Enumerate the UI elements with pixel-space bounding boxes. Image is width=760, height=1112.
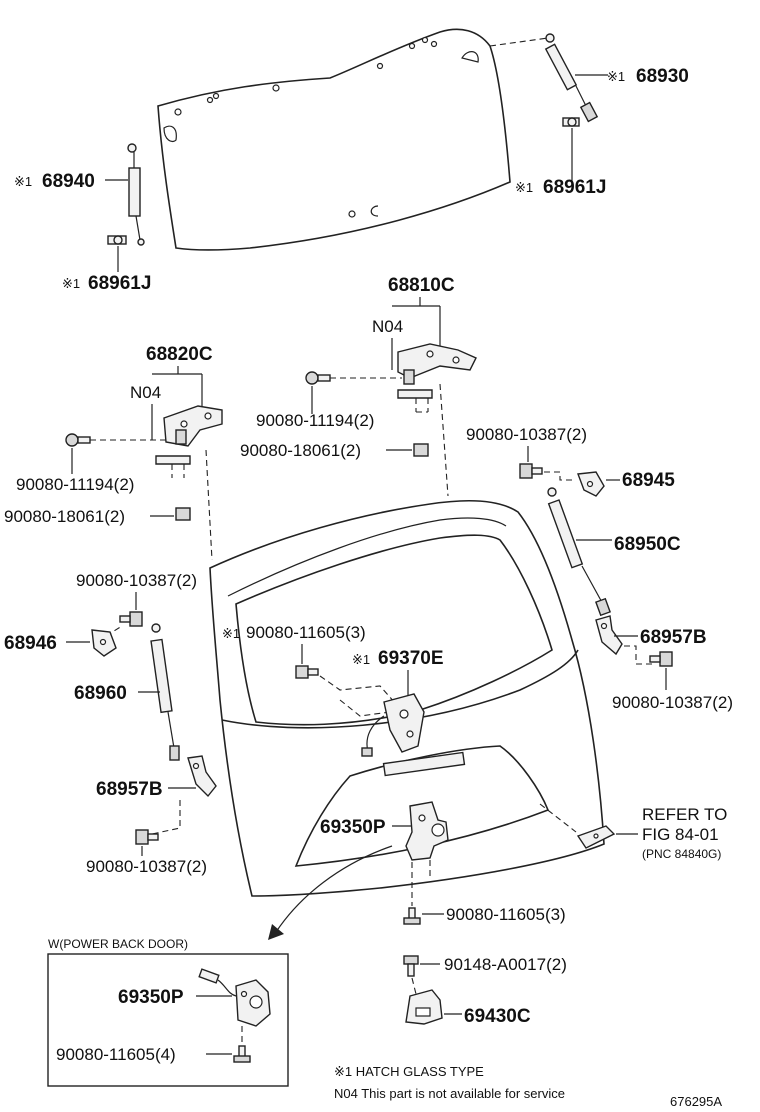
- hinge-shim-left: [155, 455, 191, 465]
- part-number-68945: 68945: [622, 470, 675, 491]
- part-number-68960: 68960: [74, 683, 127, 704]
- bolt-upper-right: [519, 463, 543, 479]
- part-number-68940: 68940: [42, 171, 95, 192]
- hinge-bolt-left: [65, 433, 91, 447]
- bolt-lower-left: [135, 829, 159, 845]
- label-n04-left: N04: [130, 383, 161, 402]
- switch-line: [539, 803, 577, 833]
- hatch-glass-marker: ※1: [607, 69, 625, 84]
- part-number-68810c: 68810C: [388, 275, 455, 296]
- bracket-68946: [91, 629, 117, 657]
- part-number-68930: 68930: [636, 66, 689, 87]
- gas-strut-68930: [489, 33, 599, 123]
- power-lock-69350p: [198, 968, 271, 1027]
- part-number-90148-a0017: 90148-A0017(2): [444, 955, 567, 974]
- striker-69430c: [405, 989, 443, 1025]
- back-door-lock-69350p: [405, 801, 449, 861]
- hinge-68810c: [397, 343, 477, 385]
- bracket-68945: [577, 471, 605, 497]
- arrow-head: [268, 924, 284, 940]
- hatch-glass-marker: ※1: [222, 626, 240, 641]
- hinge-nut-left: [175, 507, 191, 521]
- part-number-90080-10387-lower-left: 90080-10387(2): [86, 857, 207, 876]
- part-number-68946: 68946: [4, 633, 57, 654]
- bolt-line: [319, 675, 397, 705]
- part-number-68950c: 68950C: [614, 534, 681, 555]
- hinge-drop-line: [205, 449, 213, 561]
- opener-switch: [576, 825, 616, 849]
- part-number-69350p-power: 69350P: [118, 987, 184, 1008]
- bolt-back-door-lock: [403, 907, 421, 925]
- refer-to-label: REFER TO: [642, 805, 727, 824]
- pnc-reference: (PNC 84840G): [642, 847, 721, 861]
- bolt-upper-left: [119, 611, 143, 627]
- note-n04: N04 This part is not available for servi…: [334, 1086, 565, 1101]
- hatch-glass-marker: ※1: [352, 652, 370, 667]
- bracket-68957b-left: [187, 755, 217, 798]
- glass-lock-69370e: [361, 693, 425, 757]
- ball-stud-68961j-right: [562, 117, 580, 127]
- gas-strut-68940: [127, 143, 145, 246]
- part-number-90080-11605-power: 90080-11605(4): [56, 1045, 176, 1064]
- hatch-glass-marker: ※1: [14, 174, 32, 189]
- part-number-90080-11605-glass: 90080-11605(3): [246, 623, 366, 642]
- gas-strut-68960: [150, 623, 180, 761]
- bolt-line: [151, 800, 181, 835]
- bolt-power-lock: [233, 1045, 251, 1063]
- power-back-door-title: W(POWER BACK DOOR): [48, 937, 188, 951]
- hatch-glass-marker: ※1: [62, 276, 80, 291]
- part-number-90080-11194-left: 90080-11194(2): [16, 475, 134, 494]
- part-number-68957b-left: 68957B: [96, 779, 163, 800]
- bolt-line: [339, 699, 391, 717]
- part-number-69430c: 69430C: [464, 1006, 531, 1027]
- part-number-90080-11605-door: 90080-11605(3): [446, 905, 566, 924]
- bracket-68957b-right: [595, 615, 623, 656]
- part-number-68961j-right: 68961J: [543, 177, 606, 198]
- power-door-arrow: [275, 845, 393, 933]
- power-back-door-box: [47, 953, 289, 1087]
- bolt-line: [624, 645, 652, 665]
- bolt-glass-lock: [295, 665, 319, 679]
- part-number-90080-10387-lower-right: 90080-10387(2): [612, 693, 733, 712]
- hinge-drop-line: [439, 383, 449, 497]
- bolt-line: [544, 471, 574, 481]
- figure-id: 676295A: [670, 1094, 722, 1109]
- part-number-90080-18061-left: 90080-18061(2): [4, 507, 125, 526]
- part-number-90080-10387-upper-right: 90080-10387(2): [466, 425, 587, 444]
- label-n04-right: N04: [372, 317, 403, 336]
- hinge-shim-right: [397, 389, 433, 399]
- note-hatch-glass-type: ※1 HATCH GLASS TYPE: [334, 1064, 484, 1079]
- figure-reference: FIG 84-01: [642, 825, 719, 844]
- hinge-bolt-right: [305, 371, 331, 385]
- bolt-striker: [403, 955, 419, 977]
- part-number-68961j-left: 68961J: [88, 273, 151, 294]
- striker-line: [411, 977, 417, 995]
- part-number-69350p: 69350P: [320, 817, 386, 838]
- part-number-90080-10387-upper-left: 90080-10387(2): [76, 571, 197, 590]
- bolt-lower-right: [649, 651, 673, 667]
- part-number-90080-18061-right: 90080-18061(2): [240, 441, 361, 460]
- hatch-glass: [157, 28, 511, 251]
- part-number-90080-11194-right: 90080-11194(2): [256, 411, 374, 430]
- ball-stud-68961j-left: [107, 235, 127, 245]
- hinge-nut-right: [413, 443, 429, 457]
- gas-strut-68950c: [547, 487, 611, 617]
- part-number-69370e: 69370E: [378, 648, 444, 669]
- part-number-68820c: 68820C: [146, 344, 213, 365]
- hinge-68820c: [163, 405, 223, 447]
- hatch-glass-marker: ※1: [515, 180, 533, 195]
- part-number-68957b-right: 68957B: [640, 627, 707, 648]
